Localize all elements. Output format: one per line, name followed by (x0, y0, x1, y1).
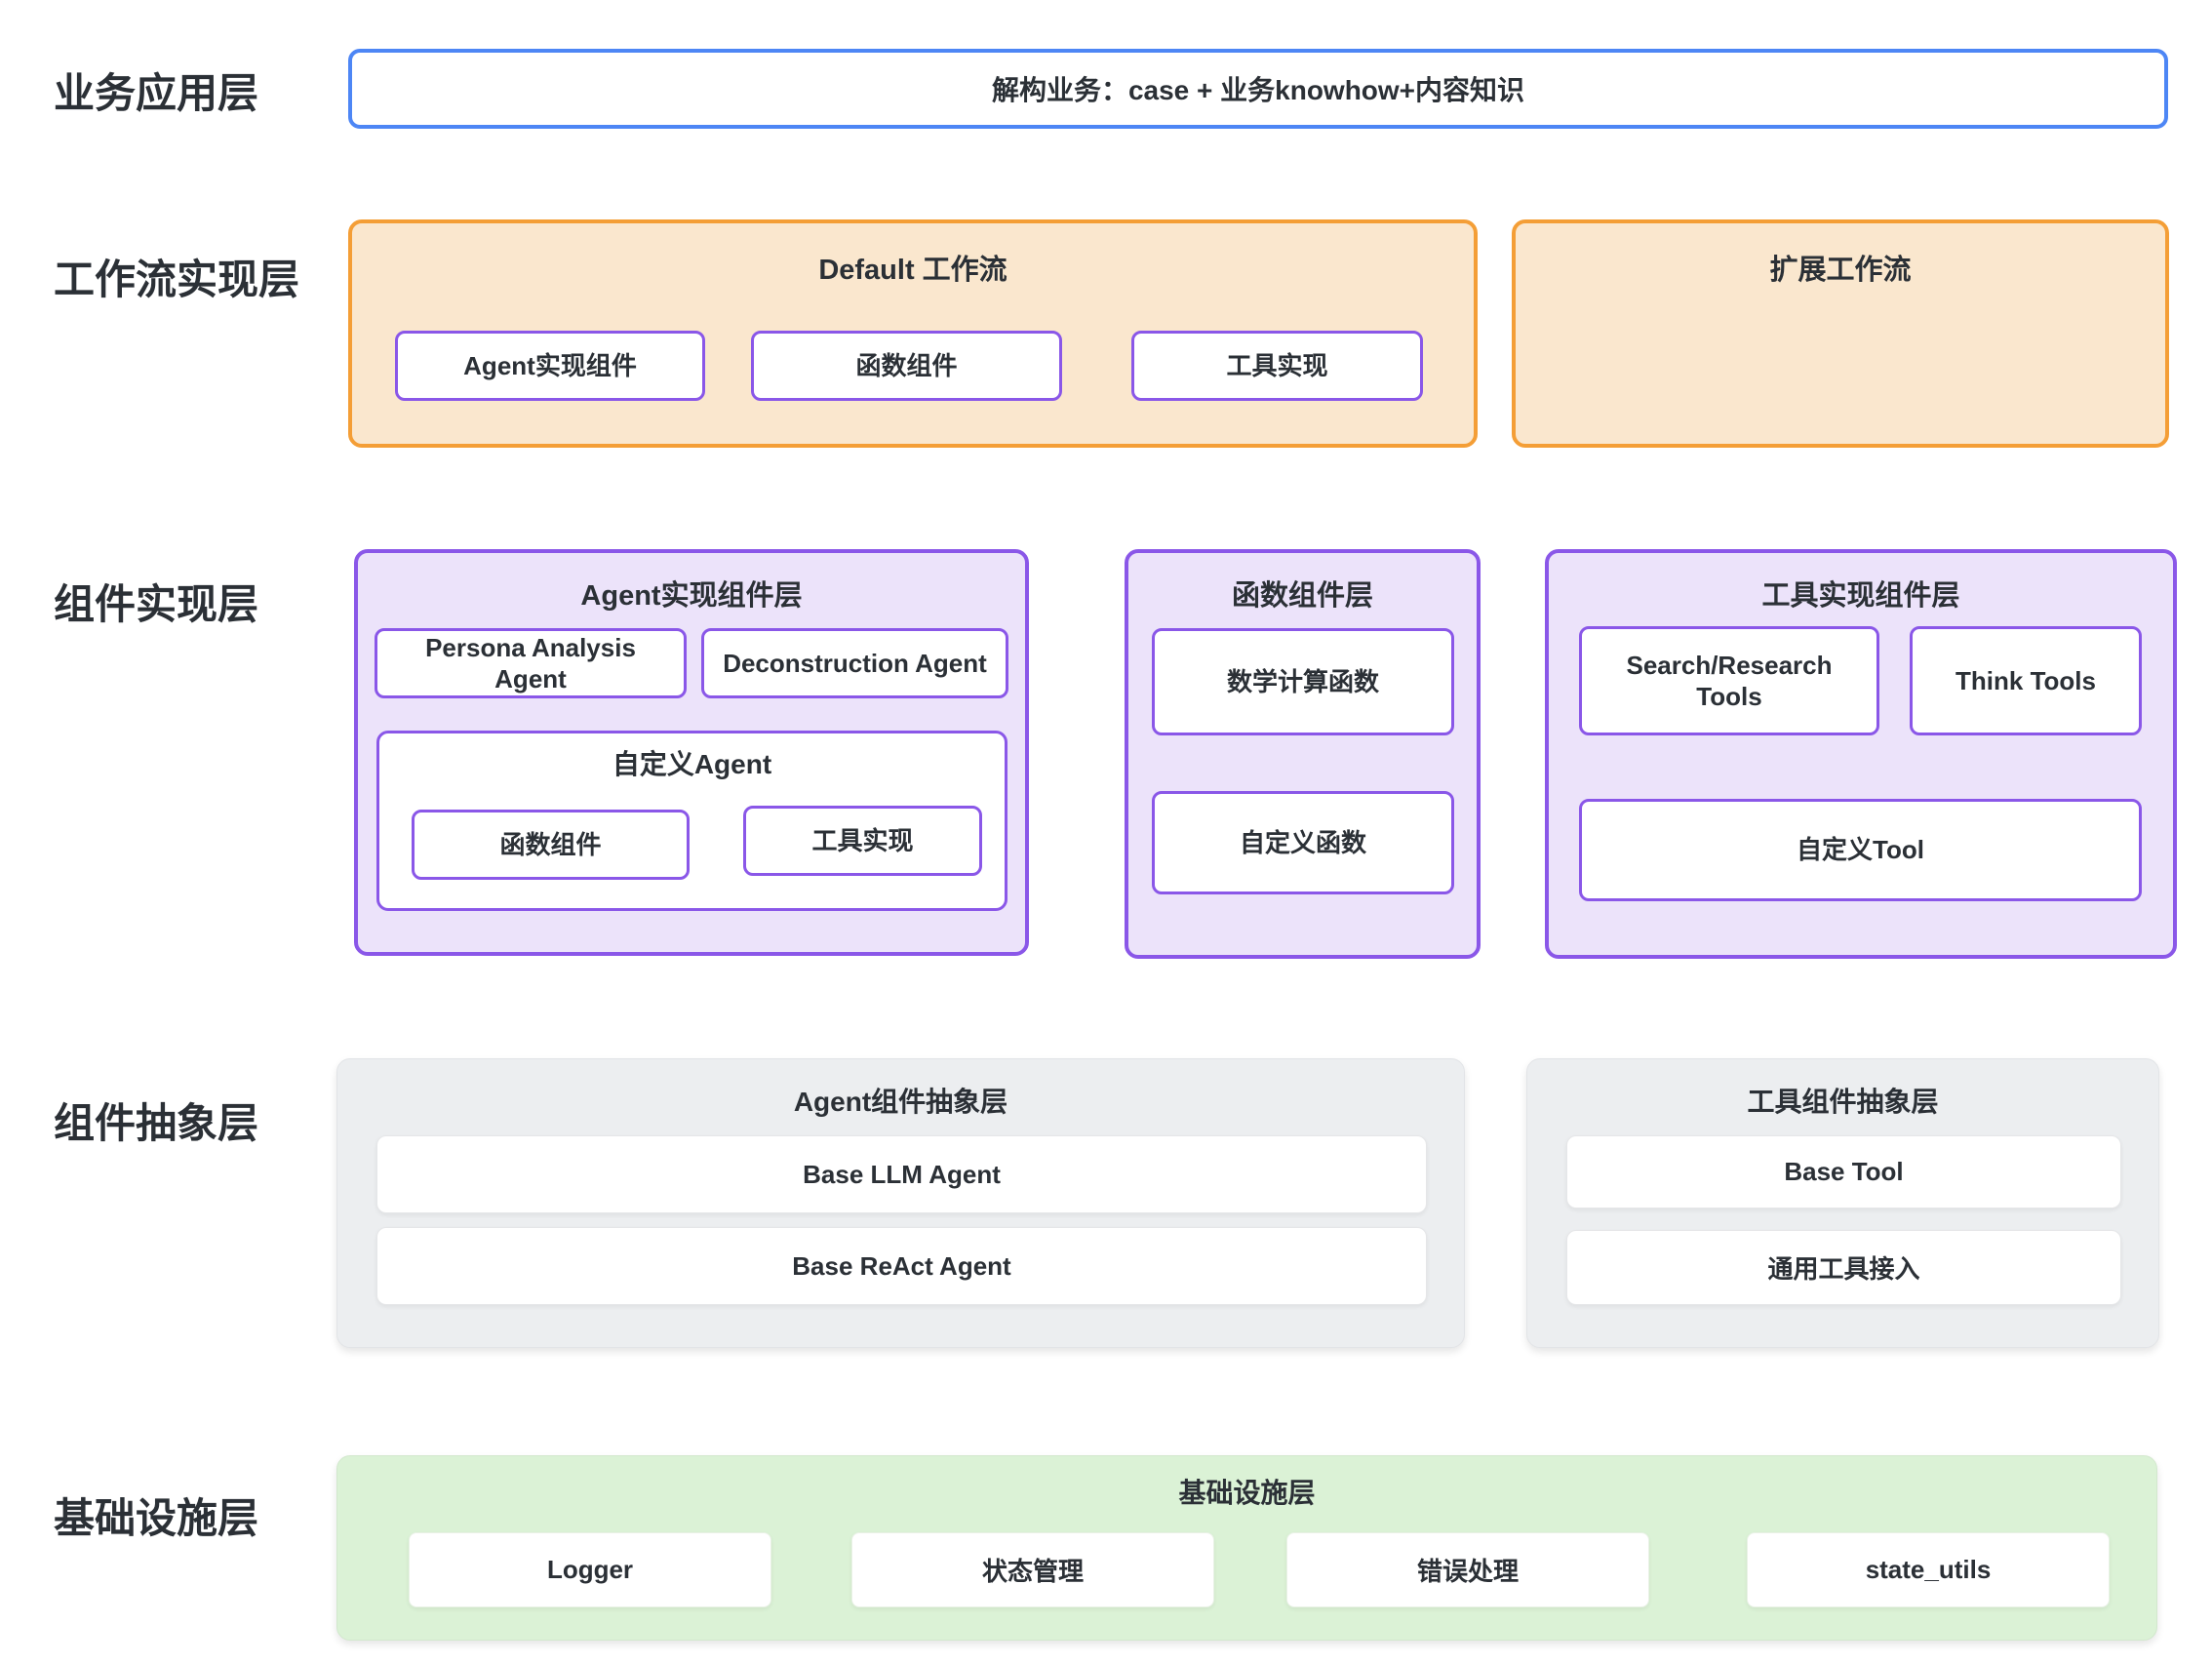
generic-tool-access-box: 通用工具接入 (1566, 1230, 2121, 1305)
deconstruction-agent-box: Deconstruction Agent (701, 628, 1008, 698)
layer-label-components: 组件实现层 (54, 581, 259, 627)
tool-abstraction-title: 工具组件抽象层 (1747, 1087, 1939, 1117)
extended-workflow-container: 扩展工作流 (1512, 219, 2169, 448)
default-workflow-container: Default 工作流 Agent实现组件 函数组件 工具实现 (348, 219, 1478, 448)
business-deconstruction-box: 解构业务：case + 业务knowhow+内容知识 (348, 49, 2168, 129)
custom-agent-container: 自定义Agent 函数组件 工具实现 (376, 731, 1007, 911)
think-tools-box: Think Tools (1910, 626, 2142, 735)
tool-components-container: 工具实现组件层 Search/Research Tools Think Tool… (1545, 549, 2177, 959)
custom-tool-box: 自定义Tool (1579, 799, 2142, 901)
persona-analysis-agent-box: Persona Analysis Agent (375, 628, 687, 698)
logger-box: Logger (409, 1532, 771, 1607)
function-components-container: 函数组件层 数学计算函数 自定义函数 (1125, 549, 1481, 959)
base-react-agent-box: Base ReAct Agent (376, 1227, 1427, 1305)
error-handling-box: 错误处理 (1286, 1532, 1649, 1607)
agent-abstraction-title: Agent组件抽象层 (793, 1087, 1008, 1117)
layer-label-business: 业务应用层 (54, 70, 259, 116)
custom-function-box: 自定义函数 (1152, 791, 1454, 894)
tool-abstraction-container: 工具组件抽象层 Base Tool 通用工具接入 (1526, 1058, 2159, 1348)
state-utils-box: state_utils (1747, 1532, 2110, 1607)
base-llm-agent-box: Base LLM Agent (376, 1135, 1427, 1213)
base-tool-box: Base Tool (1566, 1135, 2121, 1208)
search-research-tools-box: Search/Research Tools (1579, 626, 1879, 735)
business-deconstruction-text: 解构业务：case + 业务knowhow+内容知识 (991, 75, 1525, 105)
default-workflow-item-agent: Agent实现组件 (395, 331, 705, 401)
extended-workflow-title: 扩展工作流 (1769, 255, 1912, 286)
custom-agent-function-box: 函数组件 (412, 810, 690, 880)
custom-agent-title: 自定义Agent (612, 749, 772, 779)
default-workflow-item-tool: 工具实现 (1131, 331, 1423, 401)
default-workflow-item-function: 函数组件 (751, 331, 1062, 401)
state-management-box: 状态管理 (851, 1532, 1214, 1607)
layer-label-workflow: 工作流实现层 (54, 257, 300, 302)
tool-components-title: 工具实现组件层 (1761, 580, 1960, 612)
custom-agent-tool-box: 工具实现 (743, 806, 982, 876)
function-components-title: 函数组件层 (1231, 580, 1373, 612)
layer-label-abstraction: 组件抽象层 (54, 1100, 259, 1146)
agent-components-title: Agent实现组件层 (580, 580, 803, 612)
math-function-box: 数学计算函数 (1152, 628, 1454, 735)
agent-abstraction-container: Agent组件抽象层 Base LLM Agent Base ReAct Age… (336, 1058, 1465, 1348)
infrastructure-container: 基础设施层 Logger 状态管理 错误处理 state_utils (336, 1455, 2157, 1641)
default-workflow-title: Default 工作流 (818, 255, 1007, 286)
infrastructure-title: 基础设施层 (1178, 1478, 1316, 1508)
agent-components-container: Agent实现组件层 Persona Analysis Agent Decons… (354, 549, 1029, 956)
layer-label-infrastructure: 基础设施层 (54, 1495, 259, 1541)
